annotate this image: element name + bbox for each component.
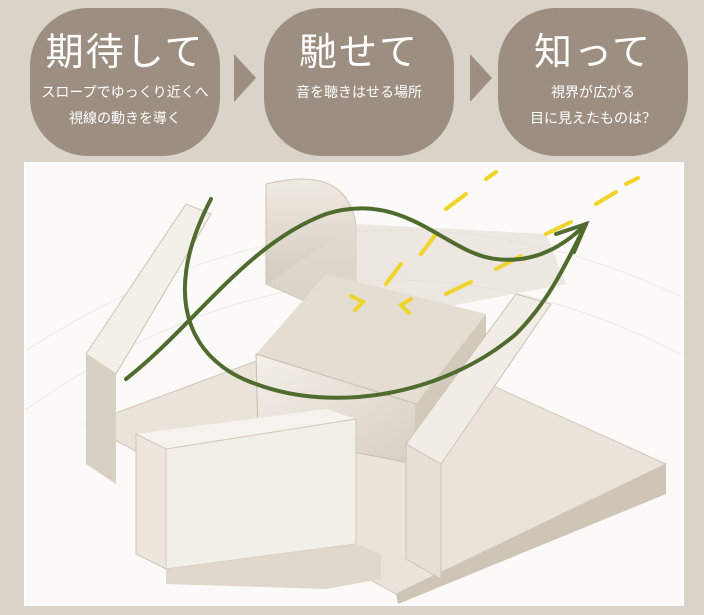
step-caption-line: スロープでゆっくり近くへ [41,85,209,101]
step-expect: 期待して スロープでゆっくり近くへ 視線の動きを導く [30,8,220,156]
chevron-right-icon [234,54,256,102]
path-arrow [124,197,590,400]
model-drawing [26,164,682,604]
step-muse: 馳せて 音を聴きはせる場所 [264,8,454,156]
step-caption-line: 視線の動きを導く [69,111,181,127]
step-title: 馳せて [298,30,419,74]
step-caption-line: 視界が広がる [551,85,635,101]
step-caption-line: 目に見えたものは？ [530,111,656,127]
step-know: 知って 視界が広がる 目に見えたものは？ [498,8,688,156]
step-title: 期待して [45,30,205,74]
step-caption-line: 音を聴きはせる場所 [296,85,422,101]
left-wall [85,203,212,484]
model-illustration [24,162,684,606]
step-caption: スロープでゆっくり近くへ 視線の動きを導く [30,80,220,132]
chevron-right-icon [470,54,492,102]
front-slab [135,409,381,589]
step-caption: 音を聴きはせる場所 [264,80,454,106]
step-caption: 視界が広がる 目に見えたものは？ [498,80,688,132]
step-title: 知って [533,30,653,74]
sound-marks [349,170,640,315]
